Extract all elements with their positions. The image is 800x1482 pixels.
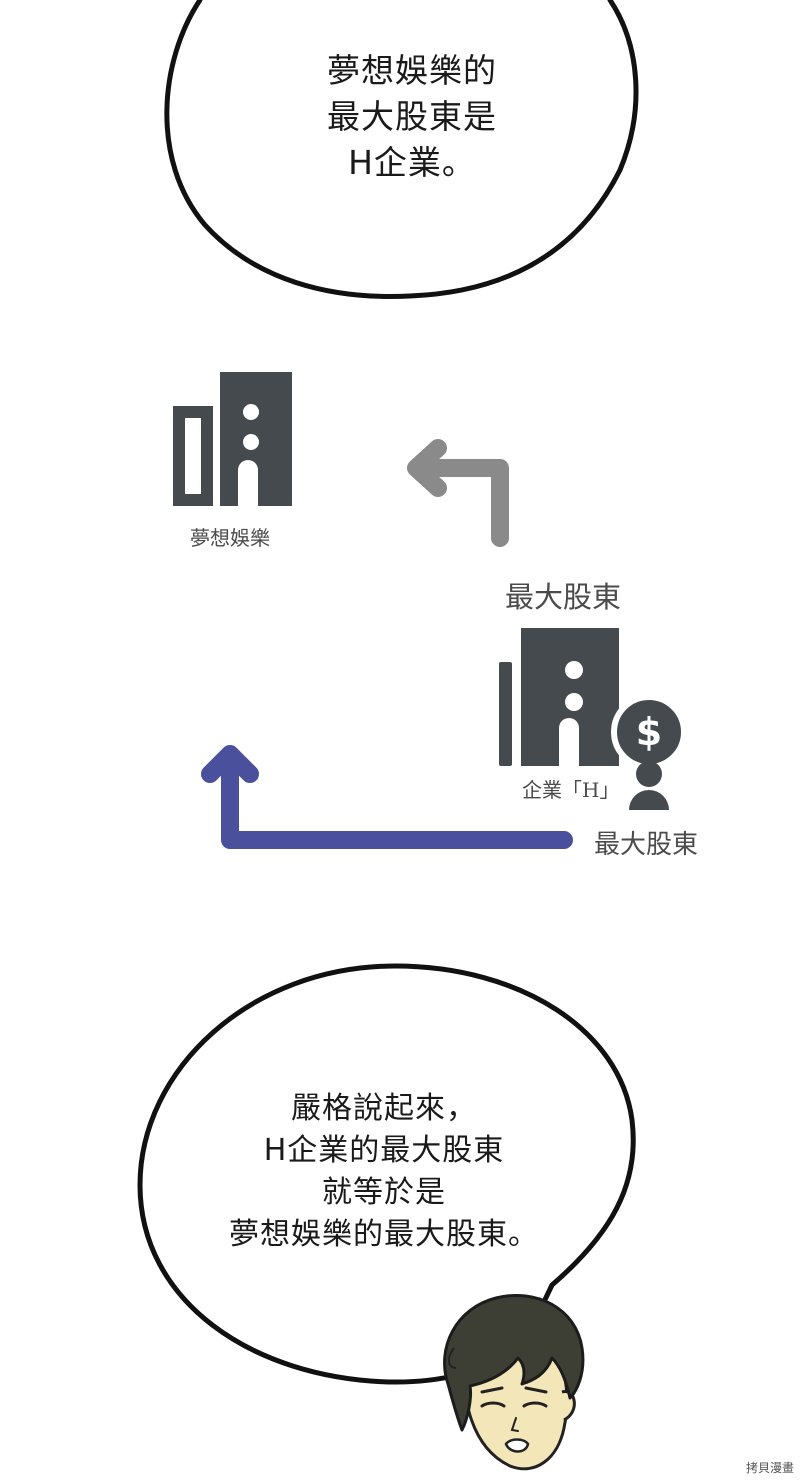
bubble-top-line-2: 最大股東是 xyxy=(327,97,497,136)
bubble-bottom-line-2: H企業的最大股東 xyxy=(263,1133,505,1168)
arrow-up-left-icon xyxy=(407,439,509,547)
upper-arrow-label: 最大股東 xyxy=(505,580,622,614)
lower-arrow-label: 最大股東 xyxy=(594,830,699,860)
character-face-illustration xyxy=(443,1293,585,1471)
building-icon xyxy=(173,372,292,506)
speech-bubble-bottom-text: 嚴格說起來， H企業的最大股東 就等於是 夢想娛樂的最大股東。 xyxy=(214,1088,554,1256)
company-a-label: 夢想娛樂 xyxy=(190,526,270,550)
watermark: 拷貝漫畫 xyxy=(745,1461,794,1475)
bubble-top-line-1: 夢想娛樂的 xyxy=(327,51,497,90)
speech-bubble-top-text: 夢想娛樂的 最大股東是 H企業。 xyxy=(262,48,562,186)
arrow-left-up-icon xyxy=(201,745,573,849)
company-h-label: 企業「H」 xyxy=(522,778,620,802)
dollar-sign-icon: $ xyxy=(636,710,662,754)
bubble-bottom-line-1: 嚴格說起來， xyxy=(291,1091,477,1126)
bubble-bottom-line-4: 夢想娛樂的最大股東。 xyxy=(229,1217,539,1252)
building-dollar-shareholder-icon: $ xyxy=(499,628,687,810)
bubble-top-line-3: H企業。 xyxy=(348,143,476,182)
bubble-bottom-line-3: 就等於是 xyxy=(322,1175,446,1210)
